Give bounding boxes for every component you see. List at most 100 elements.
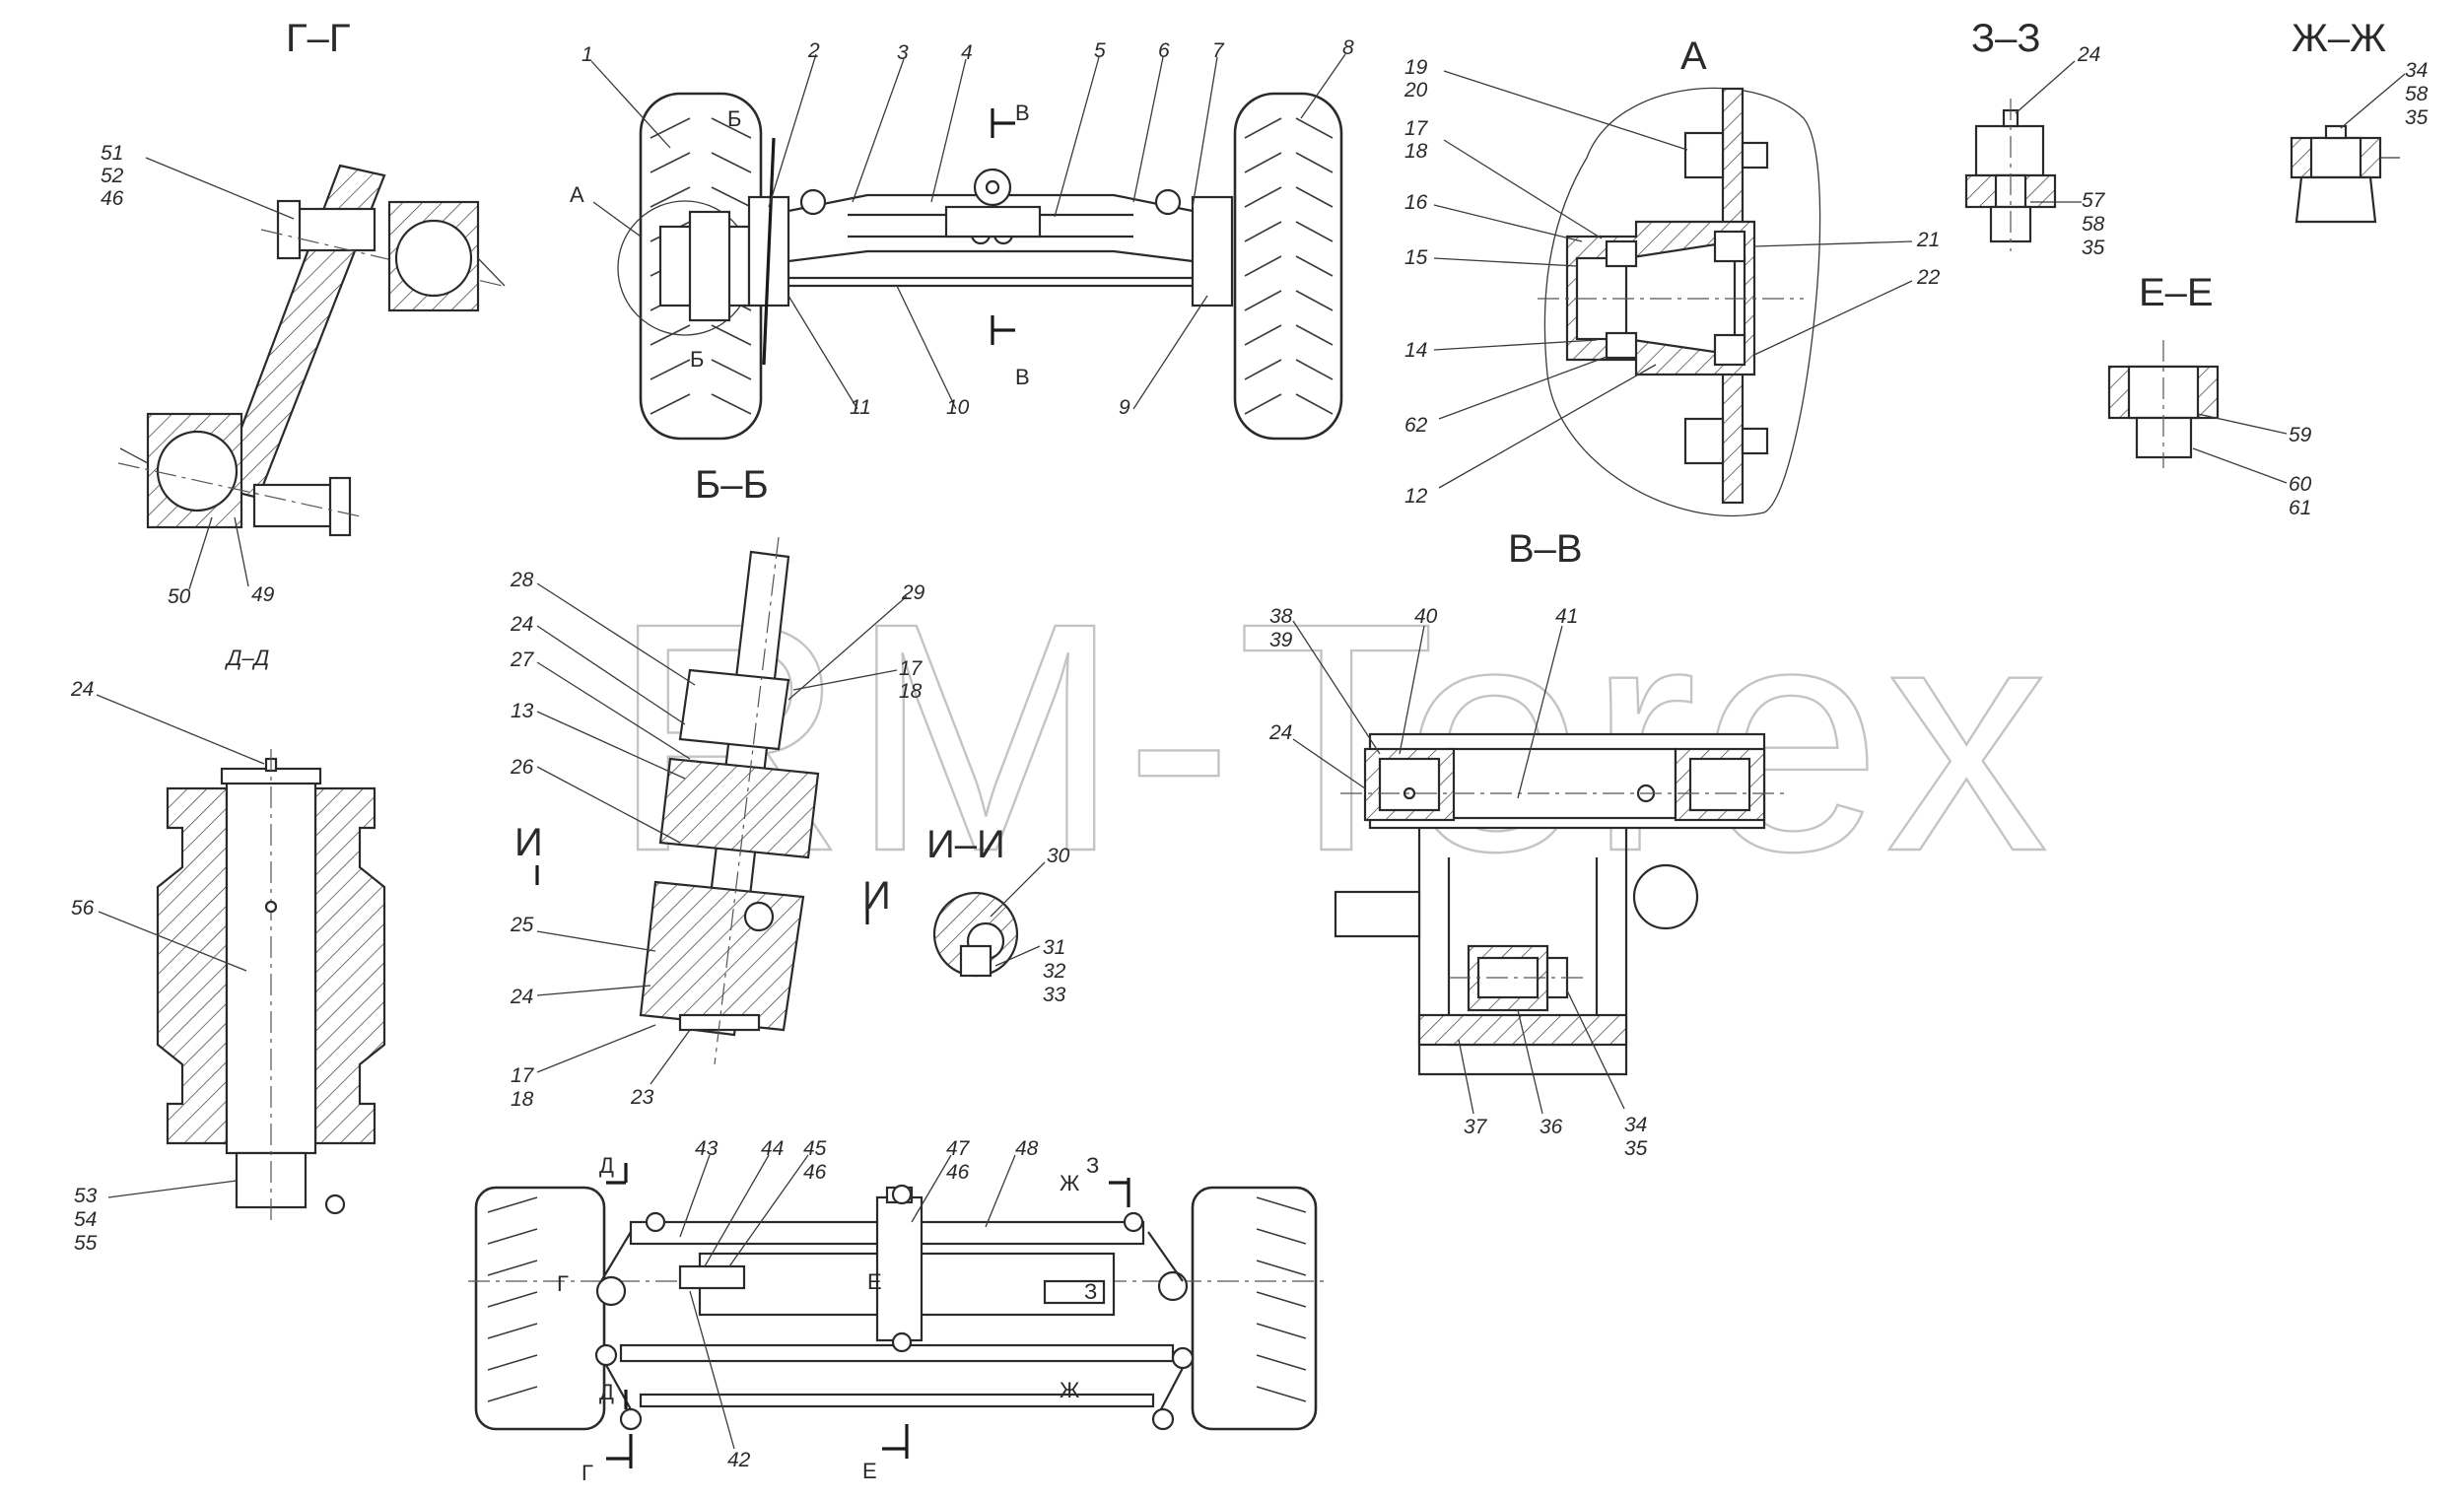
- callout-6: 6: [1158, 39, 1170, 62]
- view-title-a: А: [1680, 34, 1707, 78]
- right-tire: [1233, 92, 1343, 441]
- callout-26: 26: [510, 756, 534, 779]
- section-mark-v-top: В: [1015, 101, 1030, 125]
- callout-61: 61: [2289, 497, 2311, 519]
- callout-39: 39: [1269, 629, 1293, 651]
- callout-16: 16: [1404, 191, 1428, 214]
- section-mark-zh-bottom: Ж: [1060, 1378, 1080, 1402]
- callout-50: 50: [168, 585, 191, 608]
- callout-2: 2: [807, 39, 820, 62]
- section-mark-z-mid: З: [1084, 1279, 1097, 1304]
- callout-41: 41: [1555, 605, 1578, 628]
- callout-57: 57: [2082, 189, 2106, 212]
- callout-59: 59: [2289, 424, 2312, 446]
- upper-ball: [394, 219, 473, 298]
- left-cylinder: [678, 1264, 746, 1290]
- view-title-g-g: Г–Г: [286, 17, 351, 60]
- section-mark-i-left: И: [514, 821, 543, 864]
- callout-42: 42: [727, 1449, 751, 1471]
- view-title-i-i: И–И: [926, 823, 1005, 866]
- d-left-casting: [156, 786, 229, 1145]
- v-shaft-stub: [1334, 890, 1421, 938]
- detail-a-hub-section: А 19 20 17 18 16 15 14 62 12 21: [1403, 34, 1941, 517]
- detail-mark-a: А: [570, 182, 584, 207]
- view-d-d: Д–Д 24 56 53 54 55: [70, 646, 386, 1255]
- callout-15: 15: [1404, 246, 1428, 269]
- view-title-z-z: З–З: [1971, 17, 2041, 60]
- callout-24-d: 24: [70, 678, 94, 701]
- callout-35-v: 35: [1624, 1137, 1648, 1160]
- z-body-upper: [1974, 124, 2045, 177]
- callout-24-z: 24: [2077, 43, 2100, 66]
- view-title-e-e: Е–Е: [2139, 271, 2214, 314]
- d-right-casting: [313, 786, 386, 1145]
- callout-20: 20: [1403, 79, 1428, 102]
- section-mark-e-mid: Е: [867, 1269, 882, 1294]
- right-cylinder: [1043, 1279, 1106, 1305]
- lower-pin: [252, 483, 345, 528]
- callout-19: 19: [1404, 56, 1428, 79]
- callout-1: 1: [582, 43, 593, 66]
- callout-24-v: 24: [1268, 721, 1292, 744]
- callout-45: 45: [803, 1137, 827, 1160]
- section-mark-g-bottom: Г: [582, 1461, 593, 1485]
- lower-ball: [156, 430, 239, 512]
- callout-33: 33: [1043, 984, 1066, 1006]
- bearing-outer-1: [1713, 230, 1746, 263]
- callout-38: 38: [1269, 605, 1293, 628]
- bottom-right-tire: [1191, 1186, 1318, 1431]
- callout-40: 40: [1414, 605, 1438, 628]
- callout-24-b: 24: [510, 613, 533, 636]
- callout-25: 25: [510, 914, 534, 936]
- view-e-e: Е–Е 59 60 61: [2107, 271, 2312, 519]
- view-title-d-d: Д–Д: [224, 646, 269, 670]
- callout-21: 21: [1916, 229, 1940, 251]
- callout-62: 62: [1404, 414, 1428, 437]
- callout-8: 8: [1342, 36, 1354, 59]
- callout-30: 30: [1047, 845, 1070, 867]
- callout-49: 49: [251, 583, 275, 606]
- wheel-bolt-top: [1683, 131, 1725, 179]
- axle-beam-bottom: [748, 249, 1233, 268]
- callout-31: 31: [1043, 936, 1065, 959]
- view-title-zh-zh: Ж–Ж: [2292, 17, 2386, 60]
- callout-58-z: 58: [2082, 213, 2105, 236]
- v-frame: [1417, 828, 1628, 1076]
- right-knuckle: [1191, 195, 1234, 307]
- front-axle-top-view: В В Б Б А 1 2 3 4 5 6 7 8 9 10 11: [570, 36, 1354, 441]
- view-title-v-v: В–В: [1508, 527, 1583, 571]
- callout-23: 23: [630, 1086, 654, 1109]
- section-mark-e-bottom: Е: [862, 1459, 877, 1483]
- callout-17-b2: 17: [511, 1064, 535, 1087]
- callout-17-b: 17: [899, 657, 924, 680]
- callout-17: 17: [1404, 117, 1429, 140]
- section-mark-g-left: Г: [557, 1271, 569, 1296]
- callout-10: 10: [946, 396, 970, 419]
- callout-28: 28: [510, 569, 534, 591]
- callout-51: 51: [101, 142, 123, 165]
- section-mark-i-right: И: [862, 874, 891, 918]
- callout-37: 37: [1464, 1116, 1488, 1138]
- callout-9: 9: [1119, 396, 1130, 419]
- callout-7: 7: [1212, 39, 1225, 62]
- bearing-outer-2: [1713, 333, 1746, 367]
- bottom-left-tire: [474, 1186, 606, 1431]
- callout-46-p: 46: [803, 1161, 827, 1184]
- callout-3: 3: [897, 41, 909, 64]
- section-mark-d-bottom: Д: [599, 1380, 614, 1404]
- callout-18-b: 18: [899, 680, 923, 703]
- callout-44: 44: [761, 1137, 784, 1160]
- callout-24-b2: 24: [510, 986, 533, 1008]
- bearing-inner-1: [1605, 239, 1638, 268]
- view-b-b: Б–Б И И 28 24 27 13 26 29 17 18 25 24 17…: [510, 463, 925, 1111]
- zh-body-lower: [2294, 175, 2377, 224]
- view-v-v: В–В 38 39 40 41 24 37 36: [1268, 527, 1784, 1160]
- section-mark-b-top: Б: [727, 106, 741, 131]
- upper-bearing-cap: [678, 668, 790, 751]
- steering-linkage-plan-view: Д Д Г Г Е Е З З Ж Ж 43 44 45 46 47 46 48…: [468, 1137, 1326, 1485]
- section-mark-b-bottom: Б: [690, 347, 704, 372]
- callout-36: 36: [1540, 1116, 1563, 1138]
- wheel-bolt-bottom: [1683, 417, 1725, 465]
- view-z-z: З–З 24 57 58 35: [1964, 17, 2106, 259]
